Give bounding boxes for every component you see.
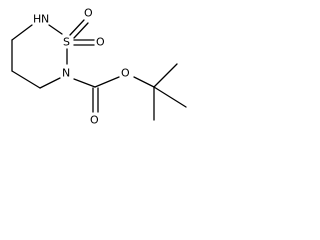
bond-n-ch2 bbox=[39, 77, 61, 89]
atom-ring-n: N bbox=[62, 67, 70, 80]
atom-nh-n: N bbox=[41, 13, 49, 26]
bond-c-o-ester bbox=[94, 76, 120, 88]
atom-oxo-top: O bbox=[84, 7, 93, 20]
atom-oxo-right: O bbox=[96, 36, 105, 49]
atom-ester-o: O bbox=[121, 67, 130, 80]
atom-sulfur: S bbox=[63, 36, 70, 49]
bond-s-o-top-1 bbox=[69, 19, 85, 36]
bond-o-tbu bbox=[133, 76, 155, 88]
bonds bbox=[11, 19, 187, 121]
bond-tbu-me-right bbox=[153, 86, 187, 108]
bond-s-o-top-2 bbox=[73, 22, 89, 39]
atom-carbonyl-o: O bbox=[90, 114, 99, 127]
molecule-structure: H N S O O N O O bbox=[11, 7, 187, 127]
bond-ch2-nh bbox=[11, 24, 33, 41]
atom-nh-h: H bbox=[33, 13, 41, 26]
bond-n-carbonyl bbox=[73, 78, 96, 88]
atom-labels: H N S O O N O O bbox=[33, 7, 130, 127]
bond-nh-s bbox=[48, 24, 63, 35]
bond-ch2-ch2-a bbox=[11, 70, 41, 89]
bond-tbu-me-up bbox=[153, 63, 178, 88]
